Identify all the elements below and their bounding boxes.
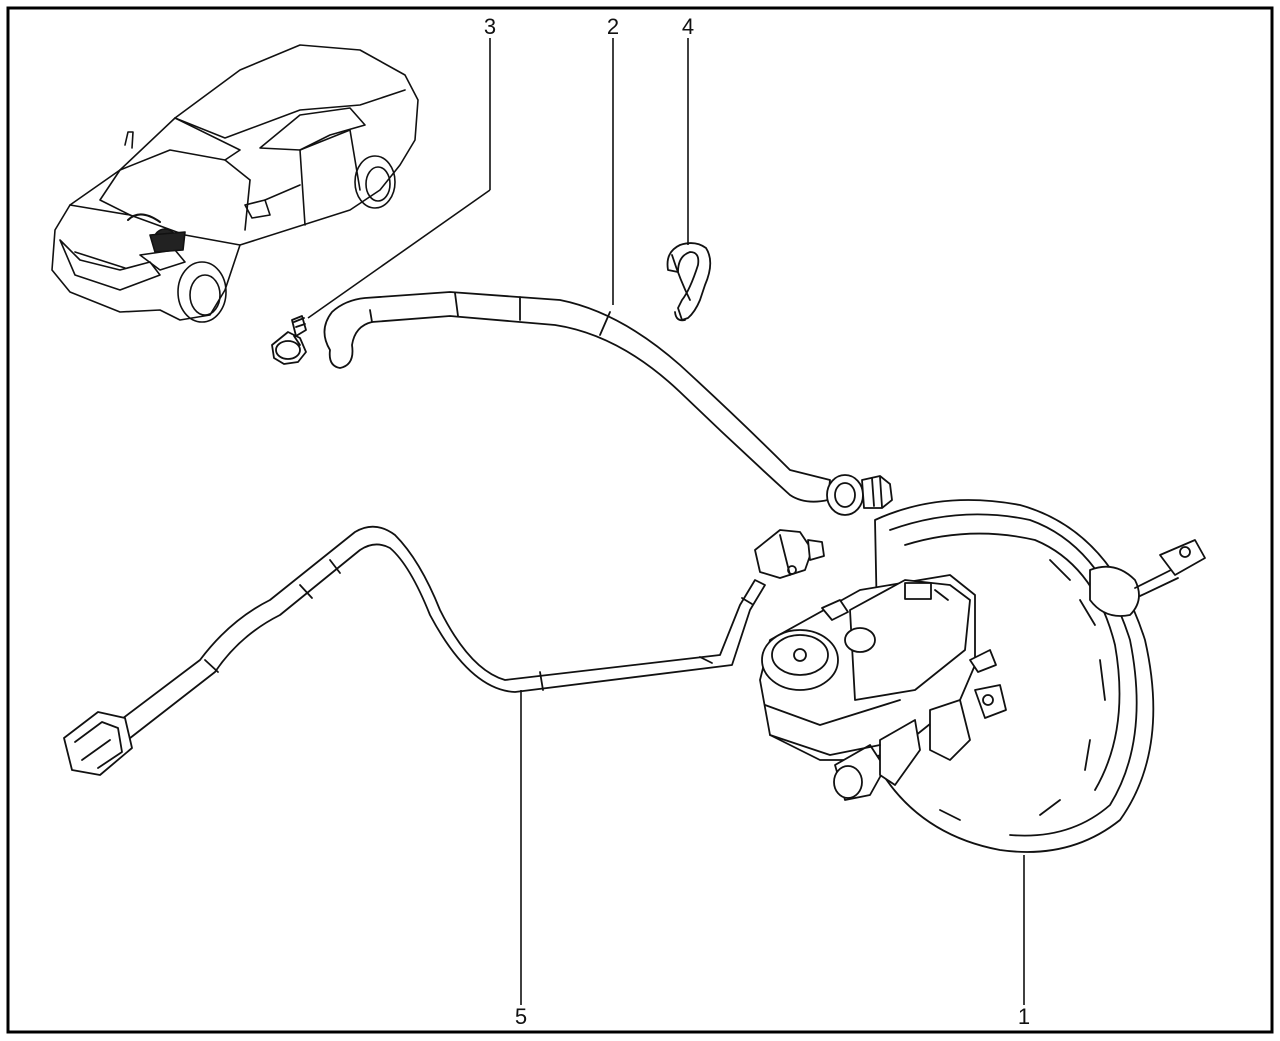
car-locator-icon <box>51 44 419 323</box>
callout-4: 4 <box>682 14 694 39</box>
brake-booster-icon <box>759 499 1206 853</box>
callout-3: 3 <box>484 14 496 39</box>
callout-leaders <box>307 38 1025 1005</box>
brake-pipe-icon <box>63 525 825 776</box>
vacuum-hose-icon <box>323 291 893 516</box>
callout-1: 1 <box>1018 1004 1030 1029</box>
callout-2: 2 <box>607 14 619 39</box>
leader-3-diagonal <box>307 189 491 319</box>
hose-clamp-icon <box>666 242 712 322</box>
check-valve-icon <box>271 315 307 365</box>
callout-5: 5 <box>515 1004 527 1029</box>
